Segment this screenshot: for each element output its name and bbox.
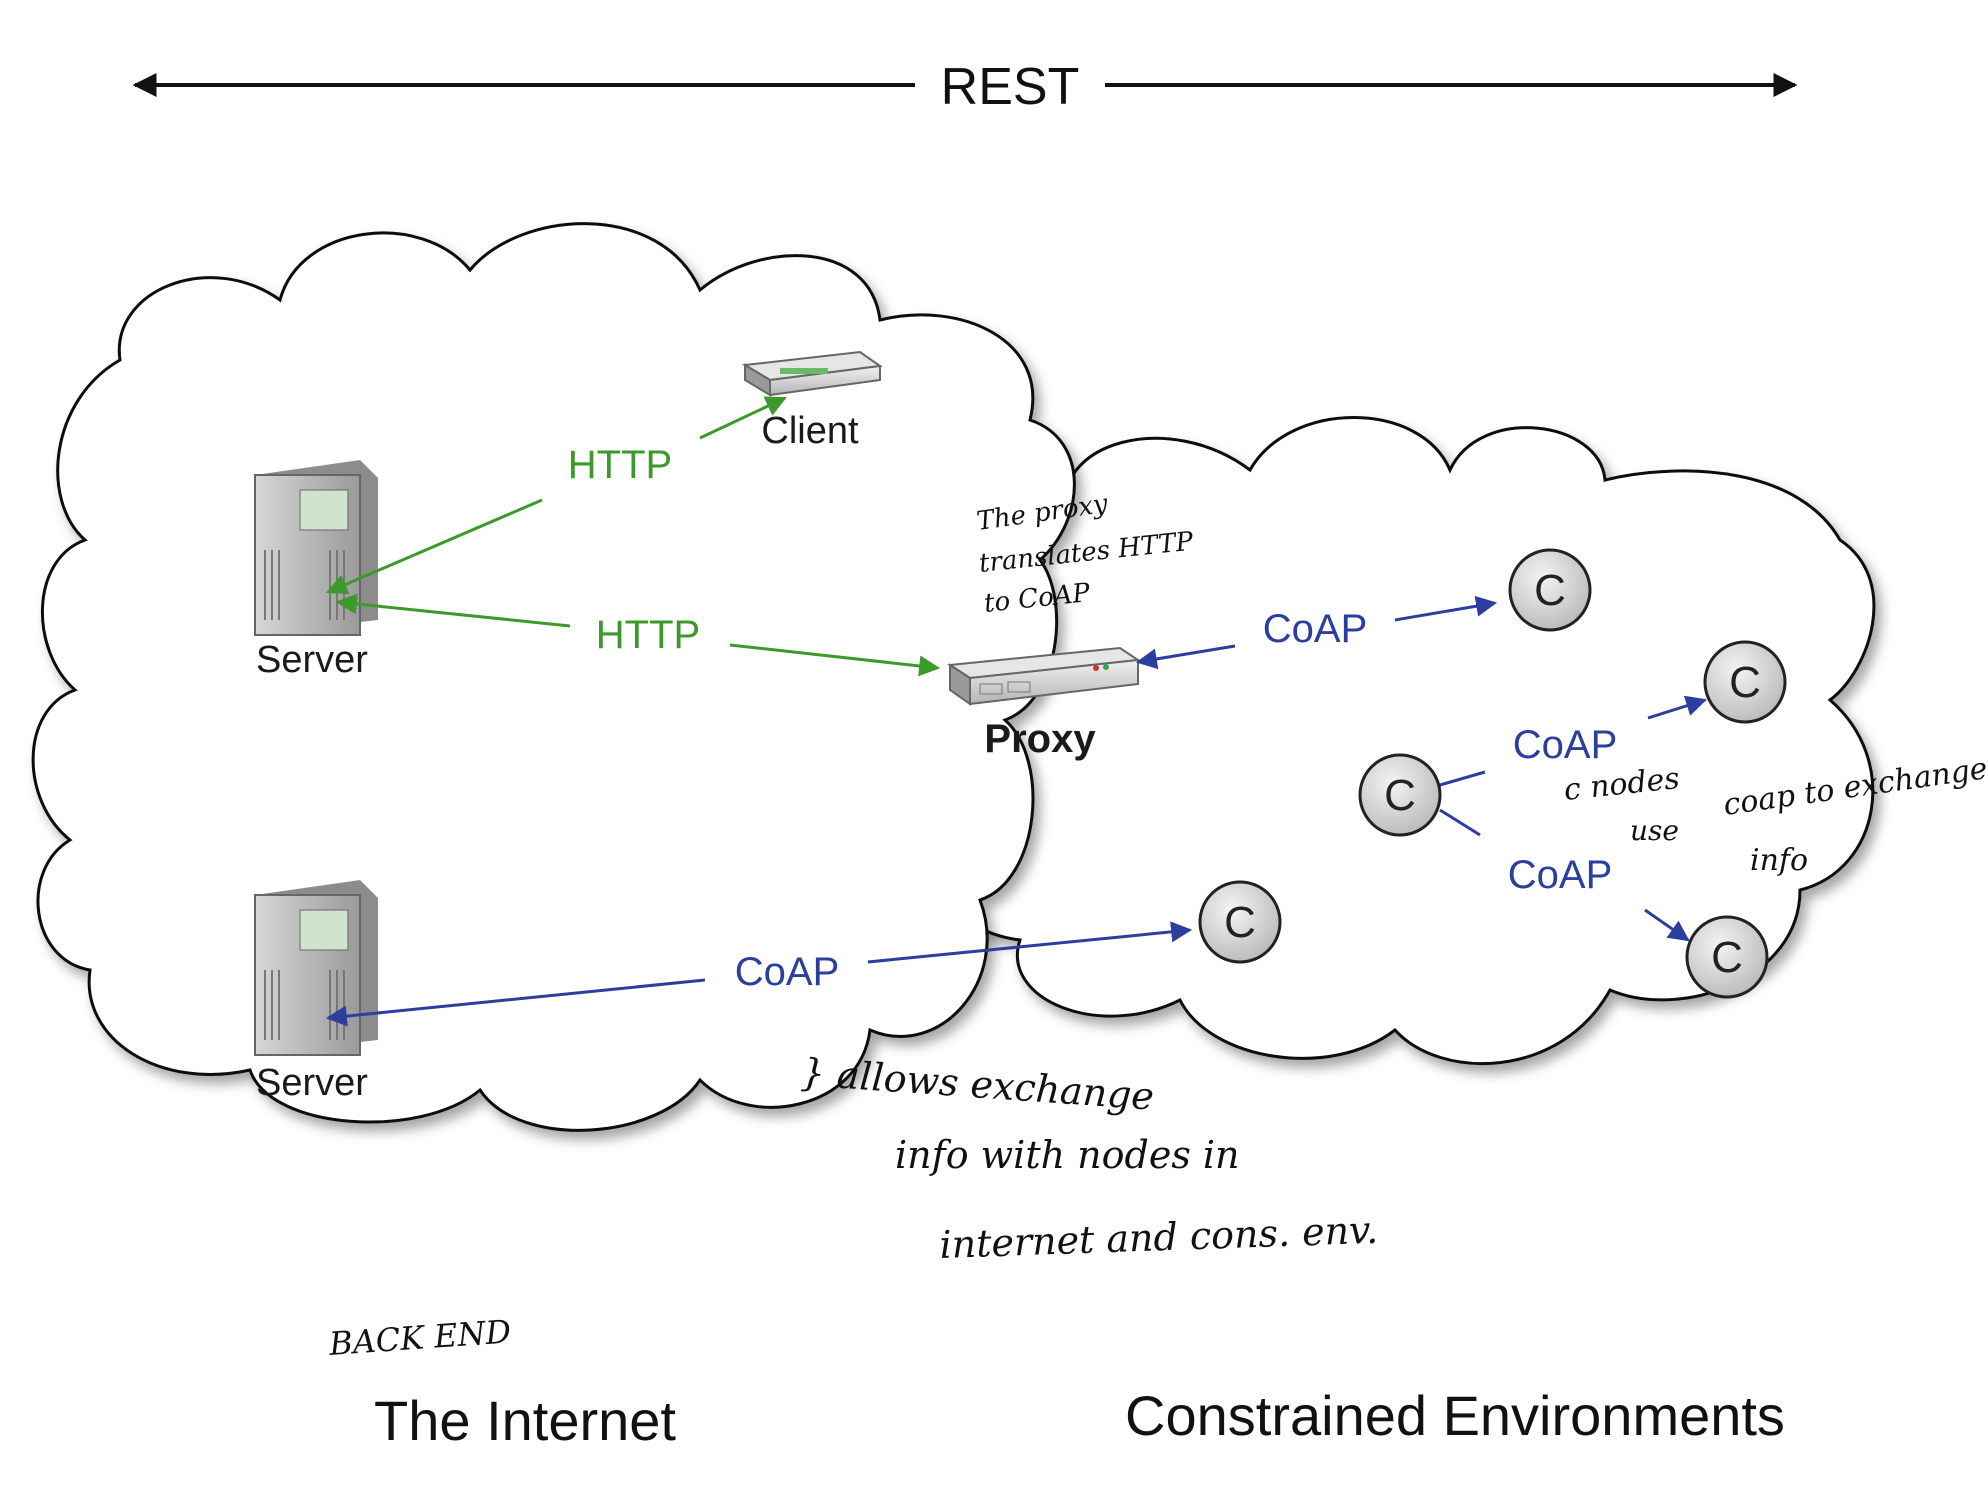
rest-span: REST [132, 58, 1798, 116]
node-label: C [1224, 898, 1256, 947]
http-arrow-to-proxy [729, 643, 941, 677]
constrained-region-label: Constrained Environments [1125, 1384, 1785, 1447]
http-arrow-to-server [326, 498, 543, 595]
coap-label-node-up: CoAP [1513, 723, 1618, 767]
proxy-label: Proxy [984, 717, 1096, 761]
coap-line-down [1439, 808, 1481, 837]
exchange-note-line3: internet and cons. env. [939, 1208, 1379, 1267]
coap-arrow-to-server [325, 978, 706, 1027]
server-icon [254, 880, 378, 1056]
handwritten-exchange-note: } allows exchange info with nodes in int… [799, 1050, 1378, 1267]
http-arrow-to-server-2 [335, 593, 571, 628]
http-link-client: HTTP [326, 396, 787, 595]
exchange-note-line1: } allows exchange [799, 1050, 1155, 1119]
coap-line-up [1439, 770, 1486, 787]
node-circle [1508, 548, 1592, 632]
handwritten-backend-note: BACK END [327, 1312, 512, 1363]
node-c4: C [1198, 880, 1282, 964]
nodes-note-line4: info [1750, 843, 1808, 878]
node-c2: C [1703, 640, 1787, 724]
rest-label: REST [941, 58, 1080, 116]
coap-arrow-up [1647, 695, 1708, 720]
client-device: Client [741, 350, 883, 452]
server-icon [254, 460, 378, 636]
coap-arrow-to-node [1394, 595, 1498, 622]
node-c1: C [1508, 548, 1592, 632]
proxy-device: Proxy [947, 646, 1141, 761]
client-label: Client [761, 410, 859, 452]
coap-arrow-to-proxy [1135, 644, 1236, 670]
http-label-proxy: HTTP [596, 613, 700, 657]
server-bottom-label: Server [256, 1062, 368, 1104]
exchange-note-line2: info with nodes in [895, 1133, 1240, 1177]
node-c5: C [1685, 915, 1769, 999]
coap-link-proxy: CoAP [1135, 595, 1498, 670]
node-circle [1198, 880, 1282, 964]
router-icon [947, 646, 1141, 706]
coap-label-proxy: CoAP [1263, 607, 1368, 651]
node-label: C [1729, 658, 1761, 707]
nodes-note-line2: use [1630, 814, 1679, 847]
internet-region-label: The Internet [374, 1389, 676, 1452]
router-icon [741, 350, 883, 397]
coap-link-server: CoAP [325, 921, 1193, 1027]
coap-link-node-down: CoAP [1439, 808, 1690, 942]
http-arrow-to-client [699, 396, 787, 440]
coap-label-node-down: CoAP [1508, 853, 1613, 897]
server-bottom: Server [254, 880, 378, 1104]
coap-label-server: CoAP [735, 950, 840, 994]
server-top-label: Server [256, 639, 368, 681]
coap-arrow-down [1644, 908, 1690, 942]
node-circle [1685, 915, 1769, 999]
coap-arrow-to-node-2 [867, 921, 1193, 964]
http-label-client: HTTP [568, 443, 672, 487]
server-top: Server [254, 460, 378, 681]
http-link-proxy: HTTP [335, 593, 941, 677]
node-label: C [1384, 771, 1416, 820]
node-label: C [1534, 566, 1566, 615]
node-label: C [1711, 933, 1743, 982]
node-circle [1703, 640, 1787, 724]
coap-link-node-up: CoAP [1439, 695, 1708, 787]
node-c3: C [1358, 753, 1442, 837]
node-circle [1358, 753, 1442, 837]
